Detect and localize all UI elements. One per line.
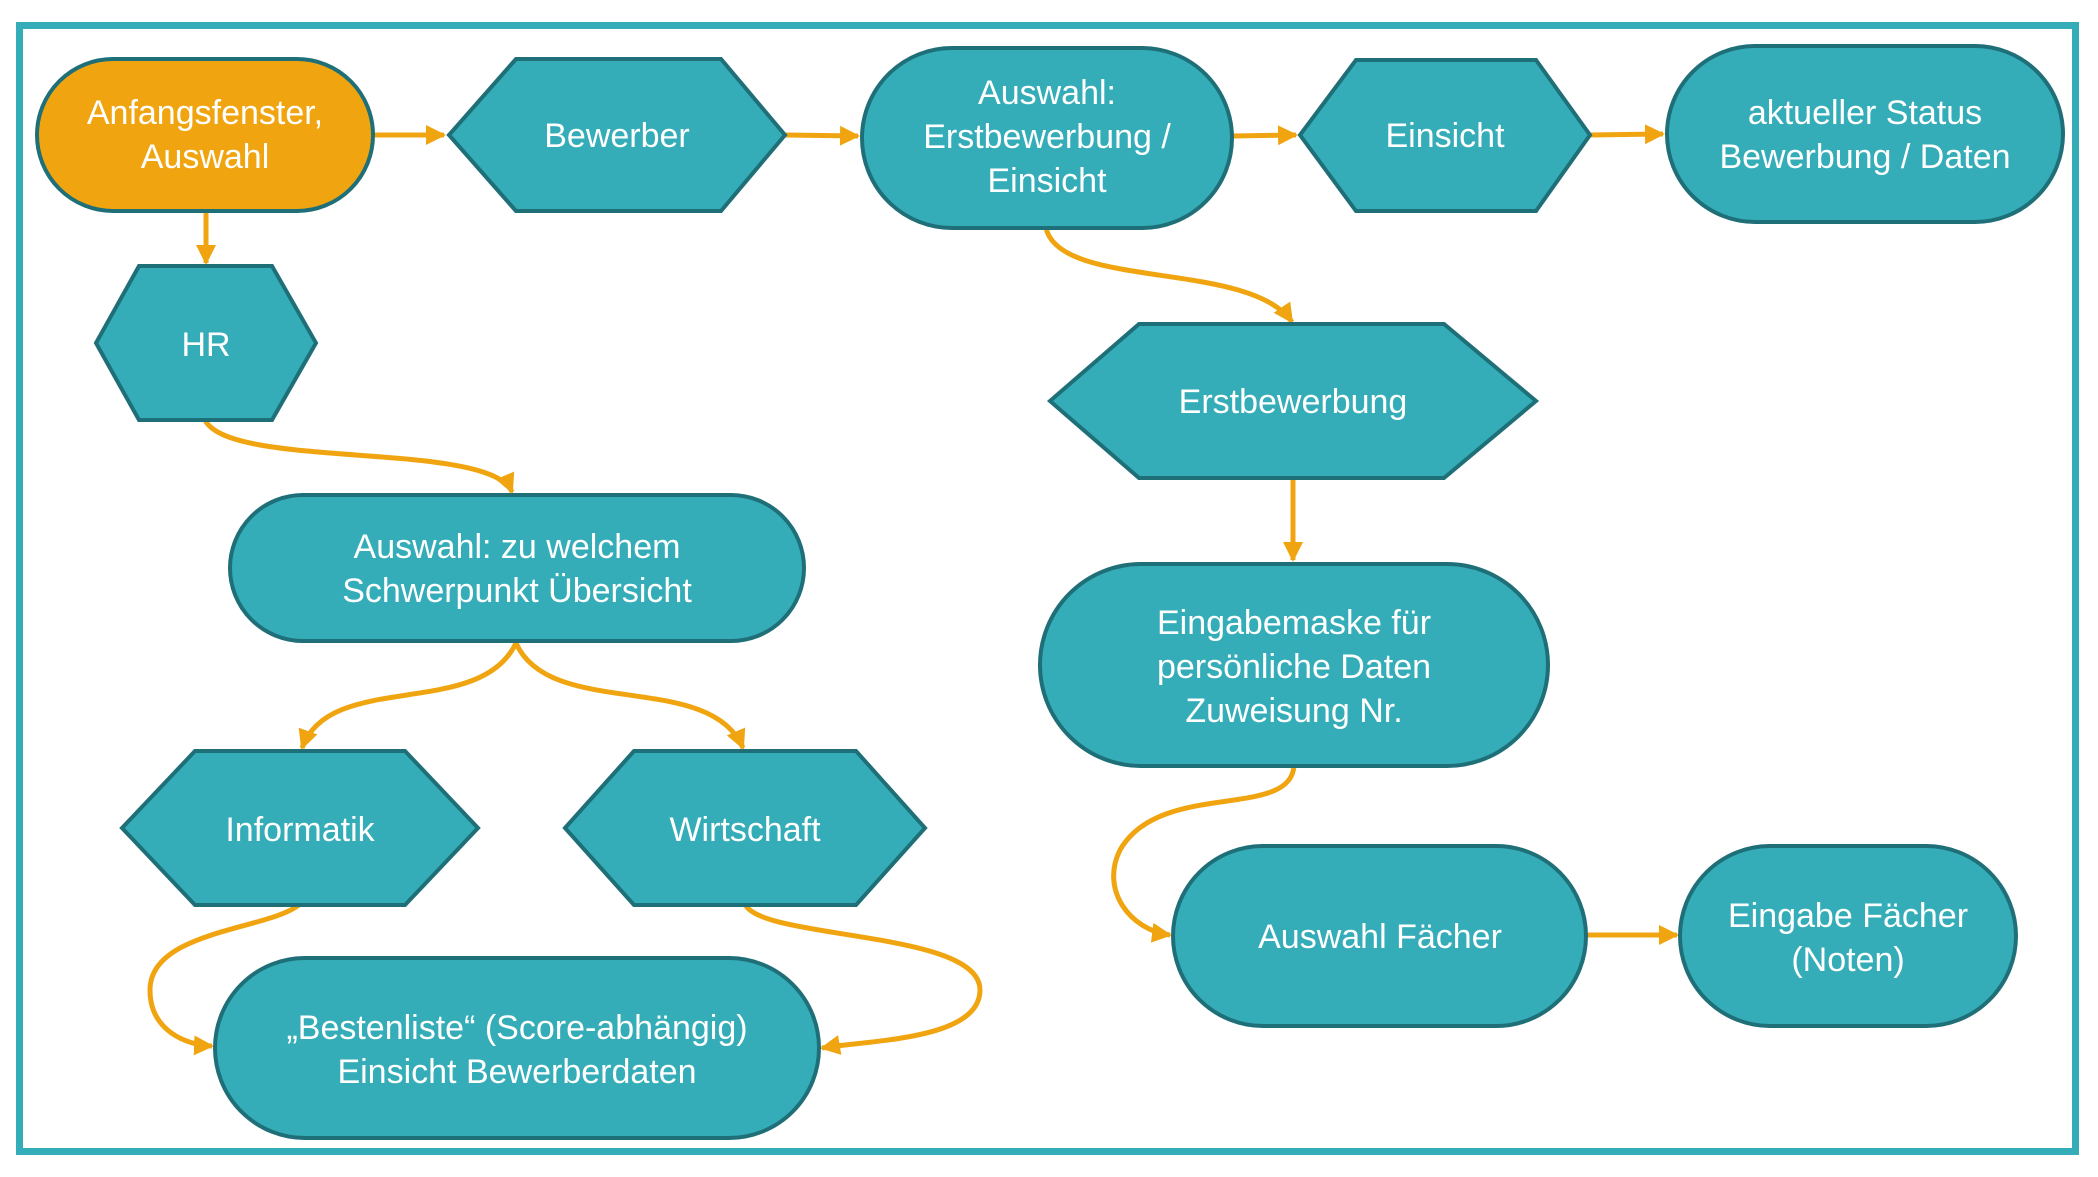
node-bestenliste: „Bestenliste“ (Score-abhängig) Einsicht …: [213, 956, 821, 1140]
noten-node-shape: [1678, 844, 2018, 1028]
edge-bewerber-auswahl: [784, 125, 860, 146]
edge-einsicht-status: [1589, 124, 1665, 145]
node-status: aktueller Status Bewerbung / Daten: [1665, 44, 2065, 224]
node-erstbewerbung: Erstbewerbung: [1046, 322, 1540, 480]
node-label: Auswahl: [141, 138, 270, 176]
node-schwerpunkt: Auswahl: zu welchem Schwerpunkt Übersich…: [228, 493, 806, 643]
schwerpunkt-node-shape: [228, 493, 806, 643]
node-label: Zuweisung Nr.: [1185, 692, 1402, 730]
node-auswahl-erst: Auswahl: Erstbewerbung / Einsicht: [860, 46, 1234, 230]
node-label: Anfangsfenster,: [87, 94, 323, 132]
node-label: Bewerber: [544, 117, 690, 155]
node-label: Eingabemaske für: [1157, 604, 1431, 642]
node-label: persönliche Daten: [1157, 648, 1431, 686]
edge-informatik-bestenliste: [147, 902, 302, 1056]
bewerber-node-shape: [446, 57, 788, 213]
node-label: Schwerpunkt Übersicht: [342, 572, 692, 610]
edges: [147, 124, 1679, 1056]
hr-node-shape: [93, 264, 319, 422]
node-label: (Noten): [1791, 941, 1904, 979]
node-label: Bewerbung / Daten: [1719, 138, 2010, 176]
node-label: Wirtschaft: [669, 811, 821, 849]
edge-eingabemaske-faecher: [1111, 765, 1297, 943]
eingabemaske-node-shape: [1038, 562, 1550, 768]
node-label: Auswahl Fächer: [1258, 918, 1502, 956]
edge-schwerpunkt-wirtschaft: [513, 641, 746, 750]
node-label: HR: [181, 326, 230, 364]
edge-wirtschaft-bestenliste: [742, 902, 983, 1055]
bestenliste-node-shape: [213, 956, 821, 1140]
node-wirtschaft: Wirtschaft: [562, 749, 928, 907]
node-label: Erstbewerbung: [1179, 383, 1408, 421]
edge-auswahl-erstbewerbung: [1043, 227, 1295, 324]
edge-schwerpunkt-informatik: [298, 641, 519, 750]
node-label: Erstbewerbung /: [923, 118, 1171, 156]
erstbewerbung-node-shape: [1046, 322, 1540, 480]
node-hr: HR: [93, 264, 319, 422]
node-label: Einsicht Bewerberdaten: [337, 1053, 696, 1091]
faecher-node-shape: [1171, 844, 1588, 1028]
node-label: „Bestenliste“ (Score-abhängig): [286, 1009, 747, 1047]
node-label: Auswahl: zu welchem: [354, 528, 681, 566]
node-label: Informatik: [225, 811, 375, 849]
node-informatik: Informatik: [119, 749, 481, 907]
node-label: aktueller Status: [1748, 94, 1982, 132]
einsicht-node-shape: [1297, 58, 1593, 213]
node-label: Eingabe Fächer: [1728, 897, 1968, 935]
node-start: Anfangsfenster, Auswahl: [35, 57, 375, 213]
node-faecher: Auswahl Fächer: [1171, 844, 1588, 1028]
node-eingabemaske: Eingabemaske für persönliche Daten Zuwei…: [1038, 562, 1550, 768]
node-bewerber: Bewerber: [446, 57, 788, 213]
edge-auswahl-einsicht: [1231, 125, 1298, 146]
node-noten: Eingabe Fächer (Noten): [1678, 844, 2018, 1028]
edge-hr-schwerpunkt: [202, 418, 515, 494]
node-label: Einsicht: [1385, 117, 1505, 155]
node-label: Auswahl:: [978, 74, 1116, 112]
node-label: Einsicht: [987, 162, 1107, 200]
status-node-shape: [1665, 44, 2065, 224]
auswahl-erst-node-shape: [860, 46, 1234, 230]
node-einsicht: Einsicht: [1297, 58, 1593, 213]
start-node-shape: [35, 57, 375, 213]
informatik-node-shape: [119, 749, 481, 907]
wirtschaft-node-shape: [562, 749, 928, 907]
